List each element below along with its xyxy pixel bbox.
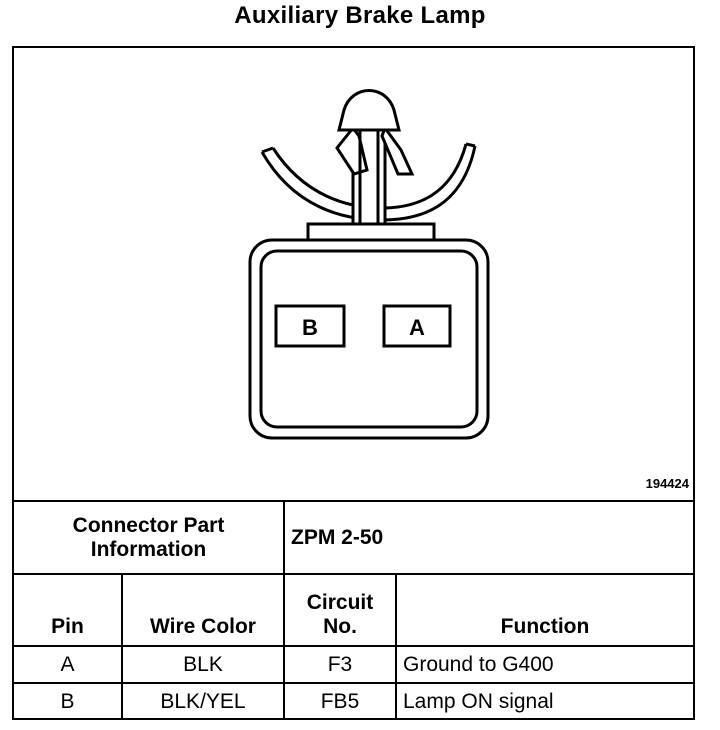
- wire-color-cell: BLK: [121, 645, 285, 684]
- terminal-cavities: B A: [274, 304, 452, 348]
- terminal-a-label: A: [409, 315, 425, 340]
- connector-drawing: B A: [248, 89, 490, 440]
- connector-table: Connector Part Information ZPM 2-50 Pin …: [14, 500, 693, 720]
- figure-number: 194424: [645, 476, 689, 491]
- connector-body: [248, 222, 490, 440]
- part-info-row: Connector Part Information ZPM 2-50: [14, 502, 693, 575]
- part-info-label: Connector Part Information: [14, 502, 285, 575]
- function-cell: Ground to G400: [395, 645, 693, 684]
- header-pin: Pin: [14, 573, 123, 647]
- pin-cell: A: [14, 645, 123, 684]
- function-cell: Lamp ON signal: [395, 682, 693, 720]
- terminal-a-cavity: [382, 304, 452, 348]
- page-title: Auxiliary Brake Lamp: [234, 2, 486, 29]
- pin-cell: B: [14, 682, 123, 720]
- header-wire-color: Wire Color: [121, 573, 285, 647]
- header-function: Function: [395, 573, 693, 647]
- header-circuit: Circuit No.: [283, 573, 397, 647]
- table-row: B BLK/YEL FB5 Lamp ON signal: [14, 682, 693, 720]
- header-circuit-line1: Circuit: [306, 591, 374, 614]
- terminal-b-label: B: [302, 315, 318, 340]
- header-row: Pin Wire Color Circuit No. Function: [14, 573, 693, 647]
- wire-color-cell: BLK/YEL: [121, 682, 285, 720]
- circuit-cell: FB5: [283, 682, 397, 720]
- header-circuit-line2: No.: [323, 615, 357, 638]
- table-row: A BLK F3 Ground to G400: [14, 645, 693, 684]
- push-pin-clip: [335, 89, 415, 244]
- diagram-frame: B A 194424 Connector Part Information ZP…: [12, 46, 695, 720]
- part-info-label-line1: Connector Part: [72, 513, 225, 537]
- terminal-b-cavity: [274, 304, 346, 348]
- part-info-label-line2: Information: [90, 537, 207, 561]
- part-info-value: ZPM 2-50: [283, 502, 693, 575]
- circuit-cell: F3: [283, 645, 397, 684]
